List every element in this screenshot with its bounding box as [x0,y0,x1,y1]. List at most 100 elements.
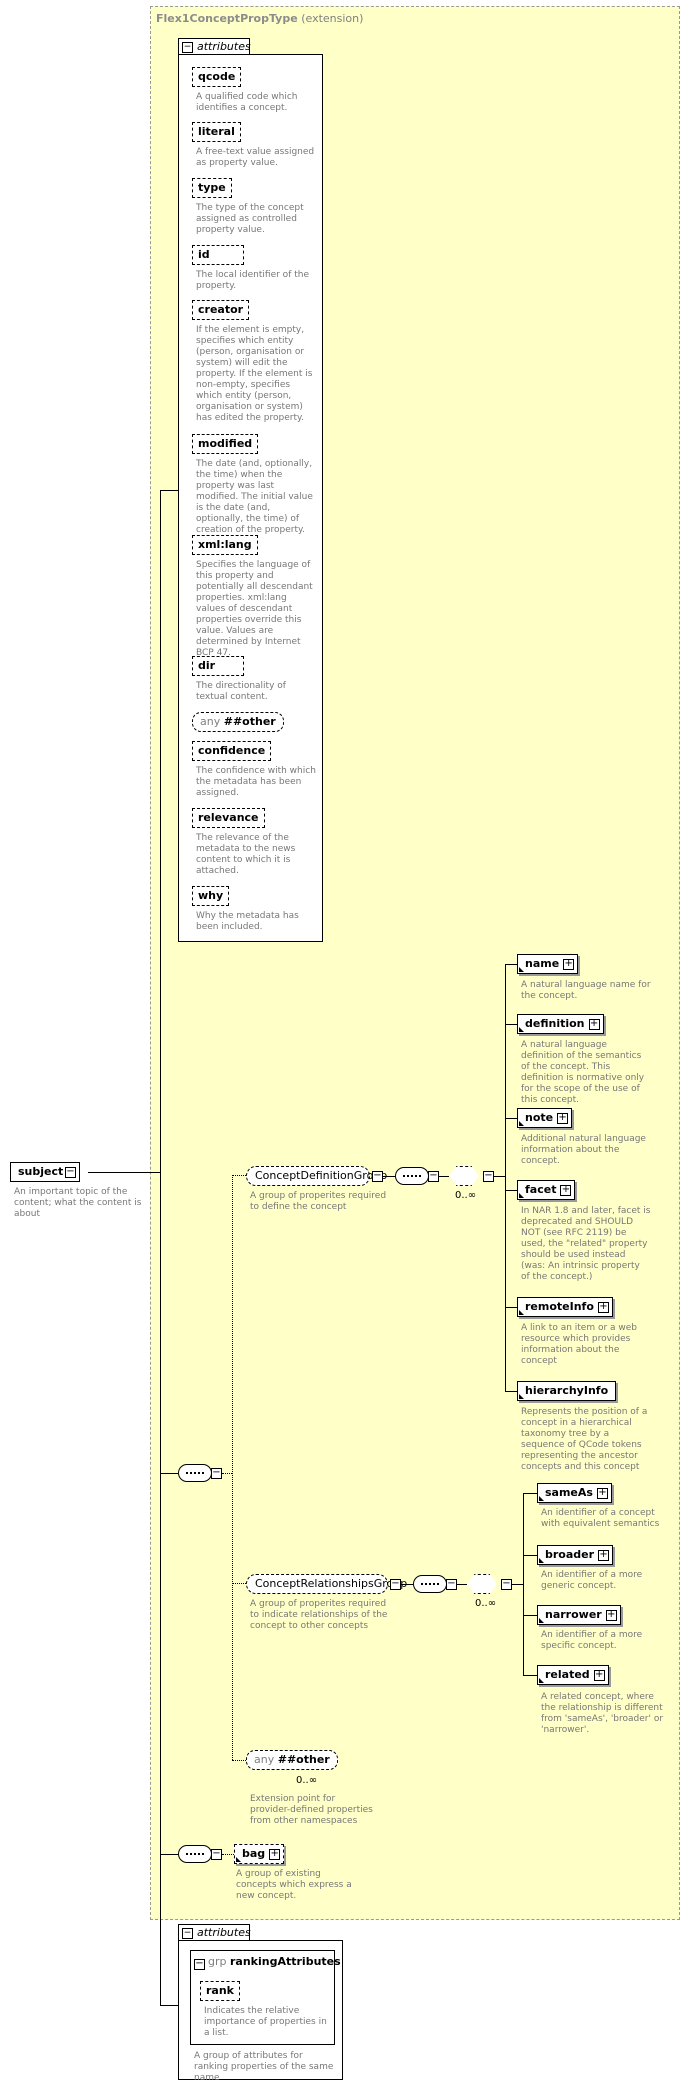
any-attribute[interactable]: any ##other [192,712,284,732]
connector [523,1615,537,1616]
attribute-id[interactable]: id [192,245,244,265]
any-element-wildcard[interactable]: any ##other [246,1750,338,1770]
attribute-relevance-doc: The relevance of the metadata to the new… [196,833,296,876]
attribute-why[interactable]: why [192,886,230,906]
expand-icon[interactable]: + [269,1848,281,1860]
attribute-relevance[interactable]: relevance [192,808,265,828]
choice-branch-line [505,964,506,1392]
root-element-doc: An important topic of the content; what … [14,1187,142,1219]
expand-icon[interactable]: + [598,1549,610,1561]
attribute-type-doc: The type of the concept assigned as cont… [196,203,304,235]
collapse-icon[interactable]: − [372,1170,383,1182]
group-concept-relationships[interactable]: ConceptRelationshipsGroup [246,1574,407,1594]
ranking-group-header[interactable]: −grp rankingAttributes [194,1955,341,1970]
element-related-doc: A related concept, where the relationshi… [541,1692,664,1735]
element-bag[interactable]: bag+ [234,1844,285,1864]
element-facet[interactable]: facet+ [517,1180,576,1200]
connector [505,1190,517,1191]
collapse-icon[interactable]: − [501,1578,512,1590]
connector [505,1118,517,1119]
attribute-rank[interactable]: rank [200,1981,240,2001]
sequence-compositor[interactable] [178,1845,212,1863]
cardinality: 0..∞ [455,1190,477,1201]
collapse-icon[interactable]: − [446,1578,457,1590]
attribute-creator[interactable]: creator [192,300,250,320]
element-hierarchyInfo-doc: Represents the position of a concept in … [521,1407,648,1472]
choice-branch-line [523,1493,524,1675]
element-facet-label: facet [525,1183,557,1196]
element-broader[interactable]: broader+ [537,1545,614,1565]
branch-line-relationships-group [232,1583,246,1584]
element-remoteInfo-label: remoteInfo [525,1300,594,1313]
collapse-icon[interactable]: − [483,1170,494,1182]
attribute-type[interactable]: type [192,178,232,198]
collapse-icon[interactable]: − [182,1928,193,1939]
collapse-icon[interactable]: − [211,1848,222,1860]
any-element-doc: Extension point for provider-defined pro… [250,1794,373,1826]
element-bag-doc: A group of existing concepts which expre… [236,1869,352,1901]
element-name[interactable]: name+ [517,954,579,974]
element-narrower[interactable]: narrower+ [537,1605,621,1625]
connector [505,964,517,965]
cardinality: 0..∞ [475,1598,497,1609]
element-hierarchyInfo[interactable]: hierarchyInfo [517,1381,617,1401]
element-facet-doc: In NAR 1.8 and later, facet is deprecate… [521,1206,651,1282]
element-related[interactable]: related+ [537,1665,609,1685]
collapse-icon[interactable]: − [194,1958,205,1970]
any-attribute-keyword: any [200,715,221,728]
type-name: Flex1ConceptPropType [156,12,298,25]
choice-compositor[interactable] [467,1574,497,1594]
expand-icon[interactable]: + [563,958,575,970]
attribute-modified[interactable]: modified [192,434,259,454]
expand-icon[interactable]: + [593,1669,605,1681]
attribute-creator-doc: If the element is empty, specifies which… [196,325,313,423]
root-element-subject[interactable]: subject− [10,1162,80,1182]
expand-icon[interactable]: + [588,1018,600,1030]
connector [505,1307,517,1308]
any-element-keyword: any [254,1753,275,1766]
attribute-literal-doc: A free-text value assigned as property v… [196,147,315,168]
expand-icon[interactable]: + [596,1487,608,1499]
collapse-icon[interactable]: − [182,42,193,53]
collapse-icon[interactable]: − [65,1166,76,1178]
element-note-doc: Additional natural language information … [521,1134,646,1166]
ranking-group-name: rankingAttributes [230,1955,341,1968]
attribute-literal[interactable]: literal [192,122,241,142]
expand-icon[interactable]: + [597,1301,609,1313]
collapse-icon[interactable]: − [390,1578,401,1590]
element-definition[interactable]: definition+ [517,1014,604,1034]
element-remoteInfo[interactable]: remoteInfo+ [517,1297,613,1317]
ranking-group-keyword: grp [208,1955,227,1968]
attributes-tab[interactable]: −attributes [178,38,251,55]
attributes-tab[interactable]: −attributes [178,1924,251,1941]
connector [439,1176,449,1177]
element-hierarchyInfo-label: hierarchyInfo [525,1384,609,1397]
connector [222,1854,234,1855]
collapse-icon[interactable]: − [428,1170,439,1182]
element-note[interactable]: note+ [517,1108,573,1128]
attribute-confidence[interactable]: confidence [192,741,272,761]
connector [494,1176,505,1177]
attribute-dir[interactable]: dir [192,656,244,676]
sequence-compositor[interactable] [413,1575,447,1593]
connector [505,1024,517,1025]
spine-to-ranking [160,2005,178,2006]
expand-icon[interactable]: + [605,1609,617,1621]
connector [505,1391,517,1392]
branch-line-definition [222,1473,232,1474]
attribute-qcode[interactable]: qcode [192,67,242,87]
element-sameAs[interactable]: sameAs+ [537,1483,612,1503]
sequence-compositor[interactable] [395,1167,429,1185]
attribute-confidence-doc: The confidence with which the metadata h… [196,766,316,798]
element-definition-label: definition [525,1017,585,1030]
element-narrower-label: narrower [545,1608,602,1621]
attribute-why-doc: Why the metadata has been included. [196,911,299,932]
attribute-xml-lang[interactable]: xml:lang [192,535,258,555]
collapse-icon[interactable]: − [211,1467,222,1479]
group-concept-definition[interactable]: ConceptDefinitionGroup [246,1166,387,1186]
sequence-compositor[interactable] [178,1464,212,1482]
sequence-branch-line [232,1175,233,1760]
expand-icon[interactable]: + [557,1112,569,1124]
expand-icon[interactable]: + [560,1184,572,1196]
choice-compositor[interactable] [449,1166,479,1186]
